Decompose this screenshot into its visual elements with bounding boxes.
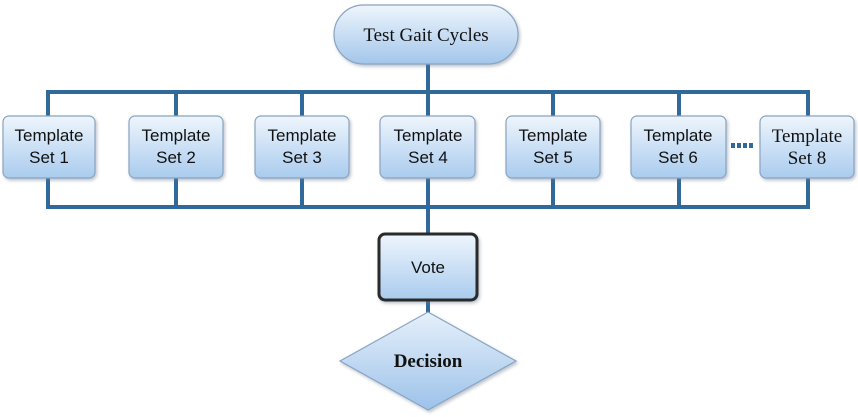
template-set-2: Template Set 2 (128, 115, 224, 179)
decision-label: Decision (394, 351, 463, 372)
template-set-3-line1: Template (268, 126, 337, 145)
template-set-5: Template Set 5 (505, 115, 601, 179)
vote-label: Vote (411, 258, 445, 277)
template-set-8: Template Set 8 (759, 115, 855, 179)
template-set-1-line2: Set 1 (29, 148, 69, 167)
template-set-1: Template Set 1 (2, 115, 96, 179)
template-set-4: Template Set 4 (379, 115, 476, 179)
template-set-2-line1: Template (142, 126, 211, 145)
connector-lines (46, 62, 810, 314)
vote-node: Vote (377, 232, 479, 302)
template-set-6-line1: Template (644, 126, 713, 145)
template-set-3-line2: Set 3 (282, 148, 322, 167)
test-gait-cycles-node: Test Gait Cycles (333, 4, 519, 65)
template-set-4-line2: Set 4 (408, 148, 448, 167)
template-set-4-line1: Template (394, 126, 463, 145)
template-set-8-line2: Set 8 (788, 148, 827, 169)
template-set-6: Template Set 6 (630, 115, 727, 179)
template-set-3: Template Set 3 (254, 115, 350, 179)
test-gait-cycles-label: Test Gait Cycles (363, 25, 488, 46)
ellipsis-dots (731, 143, 753, 148)
template-set-5-line1: Template (519, 126, 588, 145)
template-set-8-line1: Template (772, 126, 842, 147)
decision-node: Decision (338, 311, 518, 411)
template-set-1-line1: Template (15, 126, 84, 145)
template-set-5-line2: Set 5 (533, 148, 573, 167)
template-set-6-line2: Set 6 (658, 148, 698, 167)
template-set-2-line2: Set 2 (156, 148, 196, 167)
